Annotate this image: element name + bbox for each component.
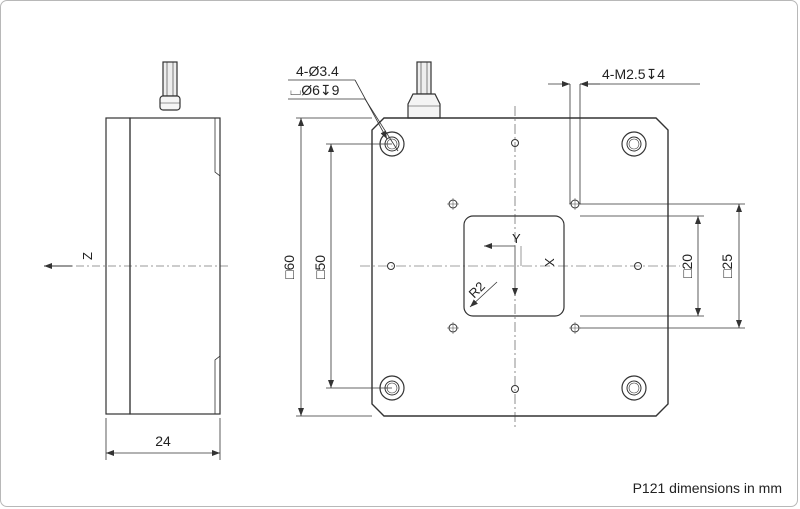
- hole-dia-label: 4-Ø3.4: [296, 63, 339, 79]
- radius-label: R2: [466, 279, 488, 301]
- side-view: [60, 61, 228, 415]
- center-aperture: [463, 215, 565, 317]
- threaded-hole: [634, 262, 642, 270]
- threaded-hole: [387, 262, 395, 270]
- axis-y-label: Y: [512, 231, 521, 246]
- thread-label: 4-M2.5↧4: [602, 66, 665, 82]
- dim-60: [296, 117, 372, 417]
- dim-25: [580, 203, 745, 329]
- threaded-hole: [511, 385, 519, 393]
- dim-25-label: □25: [719, 254, 735, 278]
- dim-50-label: □50: [312, 255, 328, 279]
- side-cable: [162, 61, 178, 97]
- xy-axes: [484, 243, 522, 296]
- dim-24-label: 24: [155, 433, 171, 449]
- dim-50: [326, 143, 392, 389]
- thread-callout: [548, 81, 700, 204]
- dim-20-label: □20: [679, 254, 695, 278]
- hole-cross-marks: [447, 198, 581, 334]
- corner-hole: [621, 375, 647, 401]
- caption: P121 dimensions in mm: [632, 480, 782, 496]
- counterbore-label: ⌴Ø6↧9: [290, 82, 340, 98]
- threaded-hole: [511, 139, 519, 147]
- dim-20: [580, 215, 704, 317]
- axis-x-label: X: [542, 258, 557, 267]
- corner-hole: [621, 131, 647, 157]
- top-cable: [407, 61, 441, 119]
- dim-60-label: □60: [281, 255, 297, 279]
- z-axis-label: Z: [80, 252, 95, 260]
- dim-24: [105, 418, 221, 460]
- hole-callout: [288, 79, 399, 152]
- top-plate-outline: [371, 117, 669, 417]
